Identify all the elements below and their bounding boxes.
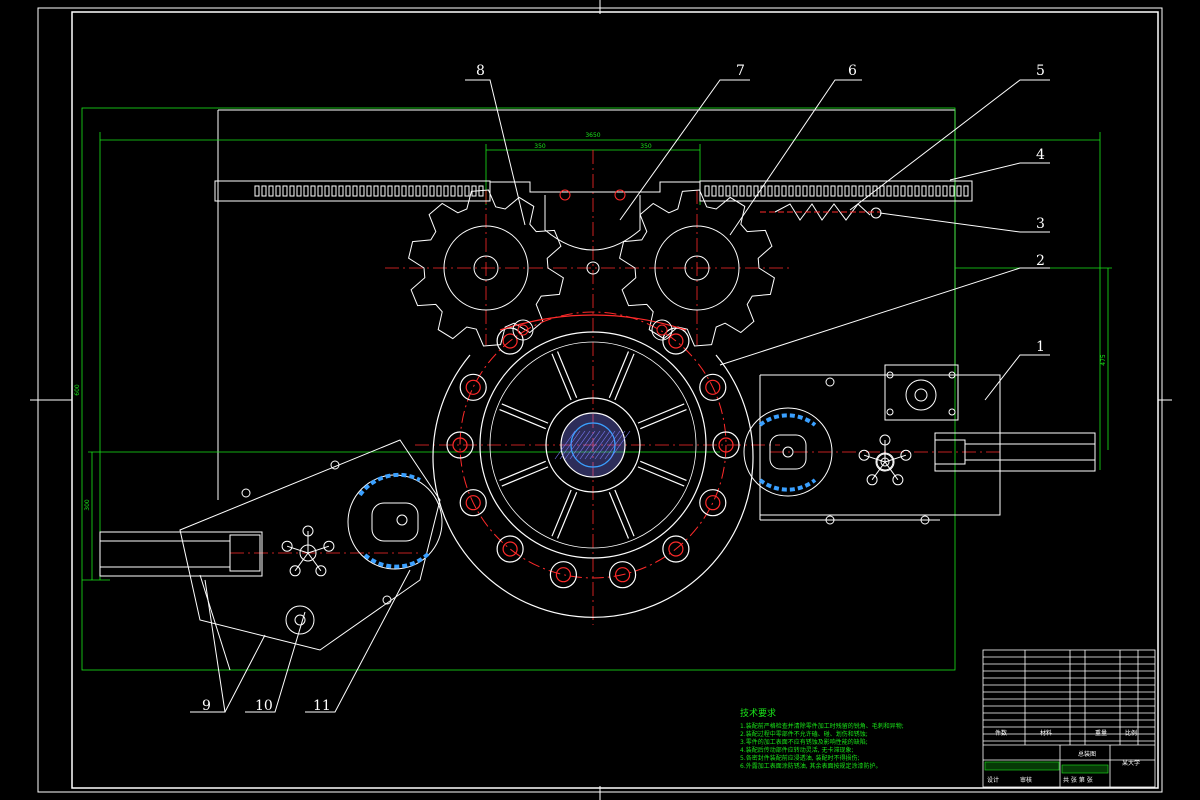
callout-5: 5 xyxy=(1036,63,1045,79)
conveyor-rack-left xyxy=(214,180,491,202)
tb-label-qty: 件数 xyxy=(995,729,1007,737)
left-mechanism xyxy=(99,439,441,671)
dim-left-half: 350 xyxy=(534,143,546,150)
leader-lines xyxy=(190,79,1050,713)
callout-7: 7 xyxy=(736,63,745,79)
tech-req-line-1: 1.装配前严格检查并清除零件加工时残留的锐角、毛刺和异物; xyxy=(740,722,904,730)
sprocket-right xyxy=(619,189,775,347)
right-mechanism xyxy=(759,364,1096,525)
left-roller-wheel xyxy=(347,472,443,570)
tb-label-sheet: 共 张 第 张 xyxy=(1063,776,1093,784)
title-block xyxy=(982,649,1156,788)
tb-label-weight: 重量 xyxy=(1095,729,1107,737)
callout-8: 8 xyxy=(476,63,485,79)
conveyor-rack-right xyxy=(699,180,973,202)
dim-right-height: 475 xyxy=(1100,354,1107,366)
tb-label-checked: 审核 xyxy=(1020,776,1032,784)
tech-req-line-5: 5.各密封件装配前应浸透油, 装配时不得损伤; xyxy=(740,754,860,762)
centering-marks xyxy=(30,0,1172,800)
sheet-border-outer xyxy=(37,7,1163,793)
tech-req-line-3: 3.零件的加工表面不应有锈蚀及影响性能的缺陷; xyxy=(740,738,868,746)
center-bracket xyxy=(490,181,700,275)
tech-req-line-4: 4.装配后传动部件应转动灵活, 无卡滞现象; xyxy=(740,746,854,754)
callout-1: 1 xyxy=(1036,339,1045,355)
tb-label-drawn: 设计 xyxy=(987,776,999,784)
callout-6: 6 xyxy=(848,63,857,79)
tb-school: 某大学 xyxy=(1122,759,1140,767)
dim-overall-height: 600 xyxy=(74,384,81,396)
dim-overall-width: 3650 xyxy=(585,132,600,139)
tech-req-line-6: 6.外露加工表面涂防锈油, 其余表面按规定涂漆防护。 xyxy=(740,762,882,770)
callout-11: 11 xyxy=(313,698,331,714)
tech-req-line-2: 2.装配过程中零部件不允许磕、碰、划伤和锈蚀; xyxy=(740,730,868,738)
tb-drawing-name: 总装图 xyxy=(1078,750,1096,758)
hub-hatch xyxy=(554,430,631,460)
dim-left-height: 300 xyxy=(84,499,91,511)
callout-9: 9 xyxy=(202,698,211,714)
callout-4: 4 xyxy=(1036,147,1045,163)
title-block-green-cells xyxy=(984,761,1109,774)
dim-right-half: 350 xyxy=(640,143,652,150)
tech-req-title: 技术要求 xyxy=(740,707,776,719)
callout-2: 2 xyxy=(1036,253,1045,269)
callout-3: 3 xyxy=(1036,216,1045,232)
tb-label-material: 材料 xyxy=(1040,729,1052,737)
callout-10: 10 xyxy=(255,698,273,714)
main-wheel xyxy=(432,311,754,618)
cam-rollers xyxy=(512,319,673,341)
right-roller-wheel xyxy=(743,407,833,497)
spring-screw xyxy=(760,203,882,221)
tb-label-scale: 比例 xyxy=(1125,729,1137,737)
